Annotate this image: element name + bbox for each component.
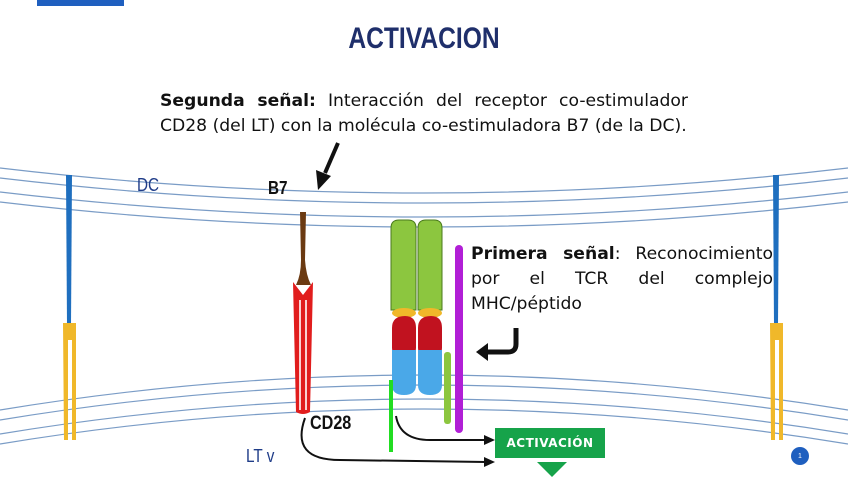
- b7-molecule: [296, 212, 311, 285]
- second-signal-heading: Segunda señal:: [160, 91, 316, 111]
- slide-title: ACTIVACION: [348, 22, 500, 55]
- tcr-receptor: [392, 316, 442, 395]
- activation-down-arrow: [537, 462, 567, 477]
- first-signal-body: : Reconocimiento por el TCR del complejo…: [471, 244, 774, 314]
- cd3-stalk: [444, 352, 451, 424]
- cd28-label: CD28: [310, 413, 352, 434]
- first-signal-pointer-arrow: [476, 328, 519, 361]
- corner-accent-bar: [37, 0, 124, 6]
- activation-box: ACTIVACIÓN: [495, 428, 605, 458]
- curve-arrowhead-bottom: [484, 457, 495, 467]
- second-signal-body: Interacción del receptor co-estimulador …: [160, 91, 688, 136]
- b7-pointer-arrow: [316, 142, 340, 190]
- left-receptor: [63, 175, 76, 440]
- curve-arrowhead-top: [484, 435, 495, 445]
- second-signal-text: Segunda señal: Interacción del receptor …: [160, 89, 688, 139]
- first-signal-text: Primera señal: Reconocimiento por el TCR…: [471, 242, 773, 317]
- mhc-molecule: [390, 219, 443, 318]
- signaling-line: [389, 380, 393, 452]
- dc-membrane: [0, 167, 848, 228]
- cd28-receptor: [293, 282, 313, 414]
- right-receptor: [770, 175, 783, 440]
- page-number-badge: 1: [791, 447, 809, 465]
- peptide-rod: [455, 245, 463, 433]
- dc-label: DC: [137, 175, 160, 195]
- lt-label: LT v: [246, 446, 275, 466]
- activation-signal-curves: [300, 415, 487, 463]
- b7-label: B7: [268, 178, 288, 198]
- first-signal-heading: Primera señal: [471, 244, 615, 264]
